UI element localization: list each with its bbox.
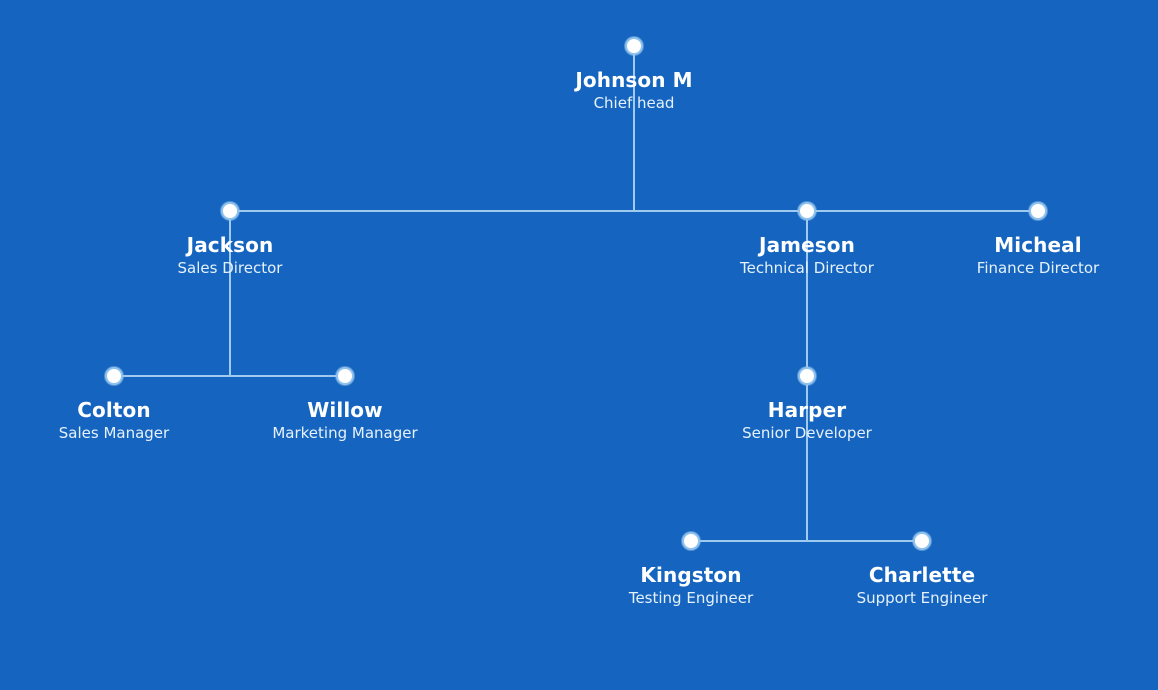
node-dot-icon [682,532,700,550]
node-dot-icon [221,202,239,220]
org-node-name: Willow [307,398,383,422]
node-dot-icon [336,367,354,385]
org-node-label: Charlette Support Engineer [772,563,1072,608]
org-node-title: Testing Engineer [628,589,754,607]
node-dot-icon [1029,202,1047,220]
org-node-name: Harper [767,398,847,422]
edge-jackson-children-bus [114,375,345,377]
org-node-title: Finance Director [976,259,1100,277]
org-node-label: Colton Sales Manager [0,398,264,443]
node-dot-icon [913,532,931,550]
org-node-title: Sales Manager [58,424,170,442]
org-node-name: Johnson M [575,68,693,92]
edge-harper-stem [806,376,808,542]
org-node-label: Jameson Technical Director [657,233,957,278]
node-dot-icon [625,37,643,55]
org-node-name: Jackson [186,233,274,257]
org-node-name: Micheal [994,233,1082,257]
node-dot-icon [798,202,816,220]
org-node-label: Willow Marketing Manager [195,398,495,443]
org-node-title: Support Engineer [856,589,988,607]
node-dot-icon [798,367,816,385]
edge-jackson-stem [229,211,231,377]
org-node-title: Senior Developer [742,424,872,442]
org-node-title: Chief head [593,94,675,112]
org-node-label: Harper Senior Developer [657,398,957,443]
edge-level1-bus [230,210,1038,212]
edge-johnson-stem [633,46,635,212]
org-node-name: Jameson [759,233,855,257]
org-node-label: Kingston Testing Engineer [541,563,841,608]
org-node-label: Johnson M Chief head [484,68,784,113]
org-node-label: Micheal Finance Director [888,233,1158,278]
org-node-title: Technical Director [740,259,874,277]
node-dot-icon [105,367,123,385]
org-node-name: Charlette [868,563,976,587]
edge-harper-children-bus [691,540,922,542]
org-node-title: Marketing Manager [272,424,418,442]
org-node-title: Sales Director [177,259,283,277]
edge-jameson-stem [806,211,808,377]
org-node-name: Colton [77,398,151,422]
org-node-label: Jackson Sales Director [80,233,380,278]
org-node-name: Kingston [640,563,742,587]
